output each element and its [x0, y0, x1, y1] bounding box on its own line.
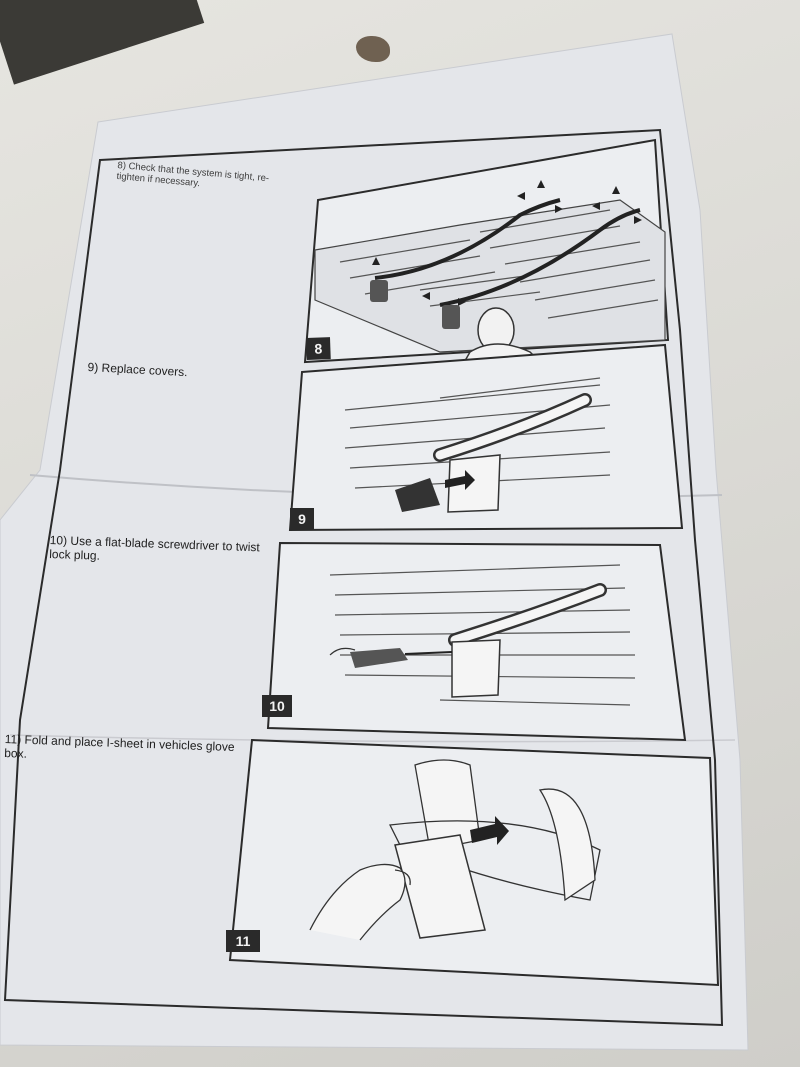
figure-11: [228, 738, 720, 987]
figure-number-badge: 10: [262, 695, 292, 717]
figure-9: [288, 343, 684, 532]
table-stain: [356, 36, 390, 62]
figure-number-badge: 9: [290, 508, 314, 530]
document-border: [3, 128, 724, 1027]
figure-number-badge: 11: [226, 930, 260, 952]
figure-number-badge: 8: [306, 337, 331, 360]
paper-fold: [9, 734, 736, 743]
figure-8: [303, 138, 670, 367]
figure-10: [266, 541, 687, 742]
